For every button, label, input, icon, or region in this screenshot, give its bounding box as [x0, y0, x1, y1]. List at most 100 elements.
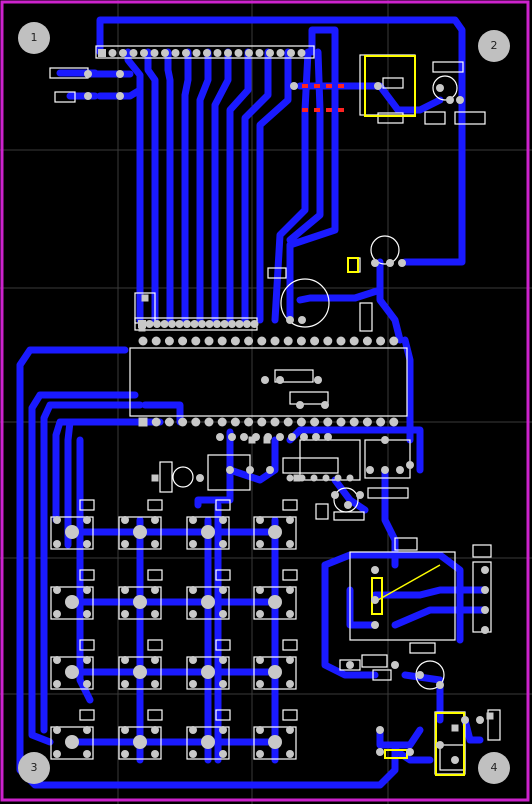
- lcd-pin: [153, 320, 161, 328]
- lcd-pin: [175, 320, 184, 328]
- mcu-pin-bottom: [204, 417, 214, 427]
- mcu-pin-top: [257, 336, 267, 346]
- smd-pad: [138, 324, 146, 332]
- silkscreen-outline: [267, 267, 287, 279]
- trace: [40, 401, 144, 734]
- switch-pad: [121, 610, 129, 618]
- keypad-label-box: [147, 709, 163, 721]
- pin: [288, 433, 296, 441]
- mcu-pin-bottom: [270, 417, 280, 427]
- switch-pad: [83, 656, 91, 664]
- component-pad: [371, 596, 379, 604]
- keypad-switch-outline: [253, 726, 297, 760]
- switch-pad: [189, 586, 197, 594]
- component-pad: [446, 96, 454, 104]
- keypad-label-box: [79, 499, 95, 511]
- switch-pad: [151, 656, 159, 664]
- trace: [96, 16, 466, 266]
- trace: [296, 82, 444, 114]
- silkscreen-outline: [129, 347, 408, 417]
- smd-pad: [263, 436, 271, 444]
- trace: [144, 48, 159, 324]
- mcu-pin-bottom: [244, 417, 254, 427]
- mcu-pin-bottom: [362, 417, 372, 427]
- component-pad: [374, 82, 382, 90]
- silkscreen-outline: [382, 77, 404, 89]
- switch-center: [201, 665, 215, 679]
- keypad-switch-outline: [186, 656, 230, 690]
- silkscreen-outline: [315, 503, 329, 520]
- component-pad: [371, 621, 379, 629]
- switch-pad: [151, 680, 159, 688]
- lcd-pin: [160, 320, 169, 328]
- trace: [241, 48, 272, 324]
- header-pin: [129, 49, 138, 57]
- smd-pad: [141, 294, 149, 302]
- silkscreen-layer: [49, 45, 501, 776]
- pin: [322, 474, 330, 482]
- silkscreen-outline: [349, 551, 456, 641]
- component-pad: [436, 741, 444, 749]
- switch-pad: [83, 540, 91, 548]
- keypad-switch-outline: [118, 656, 162, 690]
- lcd-pin: [228, 320, 236, 328]
- switch-pad: [83, 516, 91, 524]
- via-highlight: [302, 84, 308, 88]
- switch-pad: [219, 540, 227, 548]
- lcd-pin: [198, 320, 206, 328]
- silkscreen-outline: [361, 654, 388, 668]
- component-pad: [84, 70, 92, 78]
- mcu-pin-bottom: [257, 417, 267, 427]
- trace: [391, 746, 434, 764]
- via-highlight: [338, 108, 344, 112]
- mounting-hole-4: 4: [478, 752, 510, 784]
- mounting-hole-label: 1: [31, 31, 38, 44]
- silkscreen-outline: [432, 61, 464, 73]
- trace: [164, 48, 174, 324]
- component-pad: [296, 401, 304, 409]
- pads-layer: [53, 49, 494, 764]
- component-pad: [376, 726, 384, 734]
- switch-pad: [219, 586, 227, 594]
- switch-pad: [53, 680, 61, 688]
- switch-pad: [121, 586, 129, 594]
- keypad-switch-outline: [253, 656, 297, 690]
- trace: [181, 48, 192, 324]
- smd-pad: [248, 436, 256, 444]
- mcu-pin-top: [389, 336, 399, 346]
- header-pin: [140, 49, 148, 57]
- switch-pad: [286, 656, 294, 664]
- mcu-pin-top: [217, 336, 227, 346]
- mounting-hole-label: 2: [491, 39, 498, 52]
- mcu-pin-top: [270, 336, 280, 346]
- switch-pad: [256, 516, 264, 524]
- switch-center: [201, 525, 215, 539]
- switch-pad: [256, 726, 264, 734]
- keypad-label-box: [79, 569, 95, 581]
- component-pad: [481, 566, 489, 574]
- via-highlight: [314, 108, 320, 112]
- component-pad: [196, 474, 204, 482]
- highlight-outline: [371, 577, 383, 615]
- keypad-switch-outline: [50, 516, 94, 550]
- switch-pad: [219, 680, 227, 688]
- transistor-outline: [432, 75, 458, 101]
- trace: [376, 726, 424, 749]
- mounting-hole-circle: [18, 752, 50, 784]
- trace: [461, 716, 484, 744]
- component-pad: [406, 461, 414, 469]
- switch-pad: [53, 610, 61, 618]
- switch-pad: [256, 656, 264, 664]
- keypad-label-box: [282, 569, 298, 581]
- trace: [286, 48, 324, 244]
- switch-center: [65, 595, 79, 609]
- keypad-label-box: [282, 709, 298, 721]
- pin: [346, 474, 354, 482]
- crystal-outline: [172, 466, 194, 488]
- component-pad: [398, 259, 406, 267]
- keypad-label-box: [215, 709, 231, 721]
- silkscreen-outline: [409, 642, 436, 654]
- header-pin-1: [98, 49, 106, 57]
- keypad-switch-outline: [253, 516, 297, 550]
